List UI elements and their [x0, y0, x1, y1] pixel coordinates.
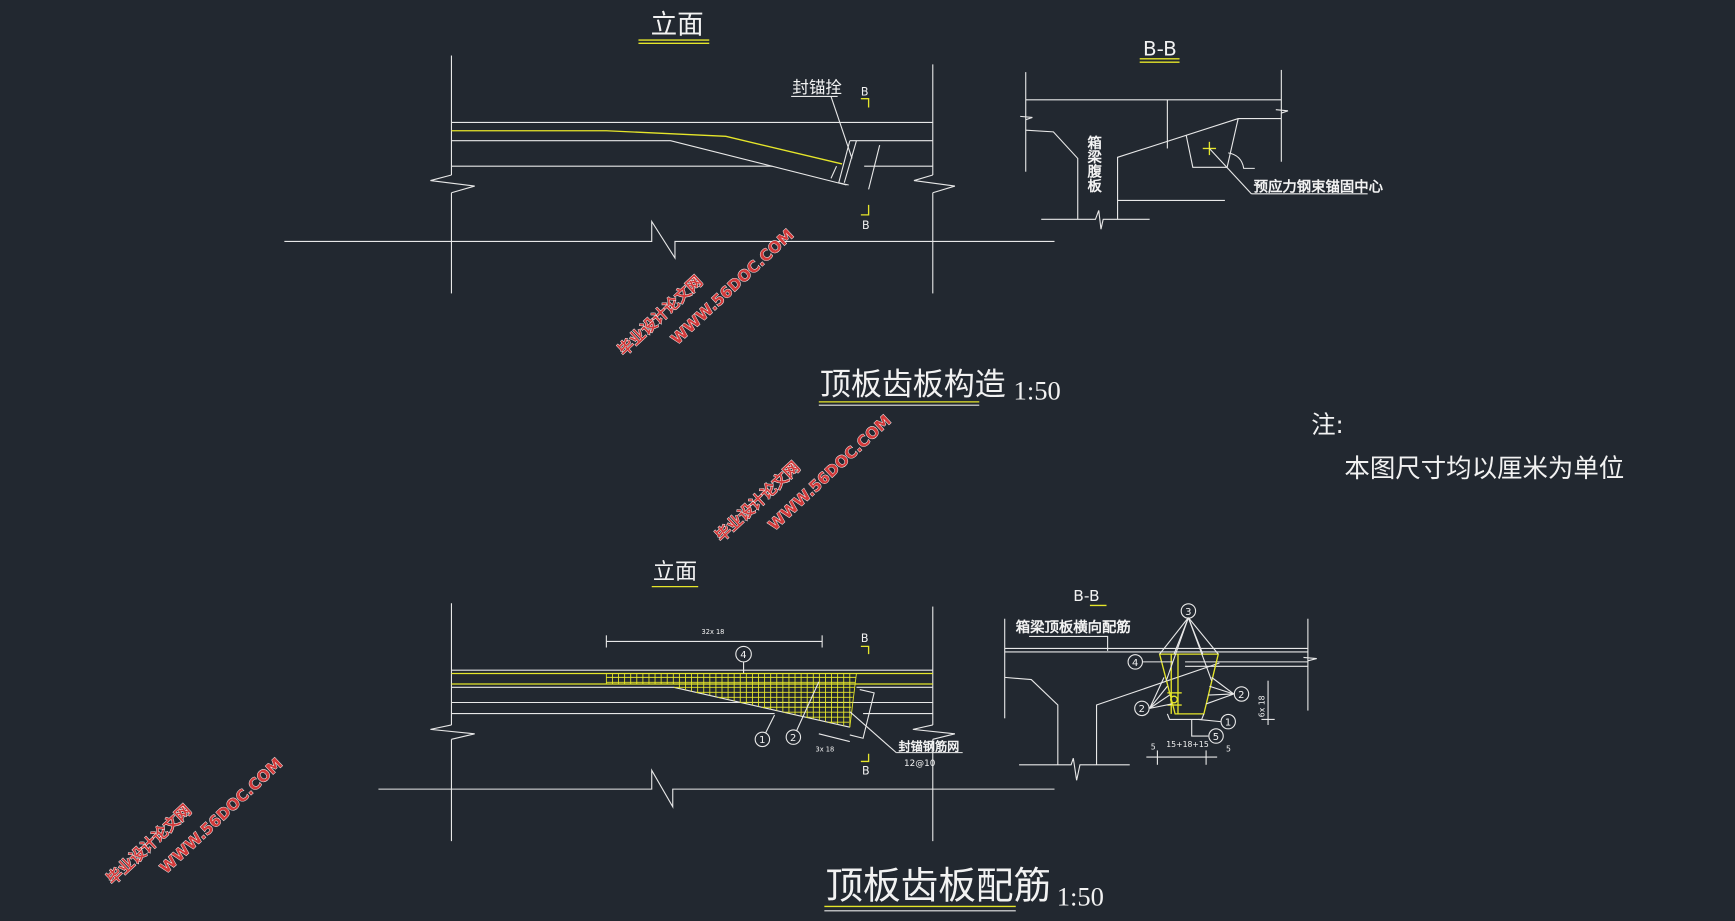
marker-4 [1127, 654, 1144, 670]
top-drawing-scale: 1:50 [1014, 376, 1061, 406]
rebar-cage [1170, 695, 1178, 704]
anchor-block [843, 140, 857, 183]
leader-fan [1149, 677, 1172, 709]
marker-2-label: 2 [1139, 704, 1145, 715]
dim-small-text: 3x 18 [815, 746, 834, 754]
note-heading: 注: [1311, 410, 1344, 439]
web-right [1117, 118, 1282, 220]
bottom-drawing-title: 顶板齿板配筋 [825, 864, 1051, 908]
top-elevation: 立面 封锚拴 B B [284, 9, 1055, 294]
leader-line [1029, 635, 1109, 651]
bottom-elevation-title: 立面 [653, 559, 697, 585]
anchor-block [838, 140, 851, 186]
mesh-bar [849, 673, 857, 728]
break-symbol [1020, 115, 1033, 121]
marker-2-label: 2 [790, 733, 796, 744]
anchor-center-label: 预应力钢束锚固中心 [1254, 178, 1384, 196]
section-mark-top: B [861, 85, 869, 98]
leader-line [796, 681, 820, 731]
anchor-label: 封锚拴 [792, 78, 842, 97]
section-cut-line [868, 145, 881, 190]
marker-3-label: 3 [1185, 607, 1191, 618]
leader-line [1209, 148, 1252, 195]
dim-edge-left: 5 [1151, 742, 1156, 751]
leader-line [830, 96, 853, 159]
web-left [1004, 676, 1059, 765]
dim-edge-right: 5 [1226, 745, 1231, 754]
marker-1-label: 1 [1225, 718, 1231, 729]
dim-bottom-text: 15+18+15 [1166, 740, 1209, 749]
marker-2 [785, 729, 802, 745]
web-left [1025, 129, 1079, 220]
break-symbol [912, 724, 956, 740]
anchor-arc [1228, 152, 1255, 169]
anchor-block [830, 165, 838, 179]
section-mark-bottom: B [862, 765, 870, 778]
marker-2-right [1233, 686, 1250, 702]
leader-fan [1159, 617, 1219, 681]
anchor-block [849, 689, 875, 739]
marker-2-label: 2 [1238, 690, 1244, 701]
dim-top-text: 32x 18 [702, 628, 725, 636]
break-symbol [913, 174, 956, 194]
marker-5 [1208, 728, 1224, 744]
mesh-spec: 12@10 [904, 759, 936, 769]
section-mark-bracket [860, 753, 870, 763]
bottom-elevation: 立面 32x 18 4 1 2 3x 18 封锚钢筋网 [378, 559, 1055, 842]
top-drawing-title: 顶板齿板构造 [820, 367, 1006, 403]
marker-2-left [1134, 700, 1150, 717]
marker-1 [1220, 713, 1236, 730]
break-symbol [430, 174, 475, 194]
leader-line [1191, 719, 1209, 737]
transverse-label: 箱梁顶板横向配筋 [1016, 618, 1131, 636]
leader-line [1198, 718, 1221, 723]
rebar-mesh [605, 673, 857, 728]
section-mark-top: B [861, 632, 869, 645]
leader-line [849, 711, 897, 754]
marker-4-label: 4 [1132, 658, 1138, 669]
top-elevation-title: 立面 [651, 9, 704, 40]
section-mark-bracket [860, 645, 870, 655]
break-symbol [430, 724, 475, 740]
slab-bottom-haunch [451, 140, 847, 186]
dimension-line [818, 733, 850, 743]
section-title: B-B [1143, 38, 1177, 61]
cage-bottom [1166, 713, 1205, 720]
dim-vertical-text: 6x 18 [1258, 695, 1267, 717]
marker-1-label: 1 [759, 735, 765, 746]
anchor-trapezoid [1185, 118, 1239, 168]
marker-5-label: 5 [1213, 732, 1219, 743]
bottom-drawing-scale: 1:50 [1057, 881, 1104, 911]
section-mark-bracket [860, 204, 870, 216]
ground-line [284, 219, 1055, 260]
section-mark-bracket [860, 98, 870, 108]
web-label: 箱梁腹板 [1085, 134, 1102, 194]
leader-fan [1205, 676, 1235, 705]
break-symbol [1303, 656, 1317, 662]
section-title: B-B [1073, 587, 1099, 605]
top-section-bb: B-B 预应力钢束锚固中心 箱梁腹板 [1020, 38, 1384, 230]
tendon-line [451, 130, 843, 165]
break-symbol [1275, 109, 1289, 114]
section-mark-bottom: B [862, 219, 870, 232]
note-text: 本图尺寸均以厘米为单位 [1344, 453, 1624, 483]
marker-4-label: 4 [740, 650, 746, 661]
bottom-section-bb: B-B 箱梁顶板横向配筋 3 4 2 [1004, 587, 1317, 781]
section-bottom-line [1019, 757, 1130, 781]
section-bottom-line [1041, 210, 1150, 230]
ground-line [378, 768, 1055, 809]
mesh-label: 封锚钢筋网 [898, 738, 959, 753]
marker-1 [754, 731, 771, 748]
leader-line [765, 714, 776, 733]
